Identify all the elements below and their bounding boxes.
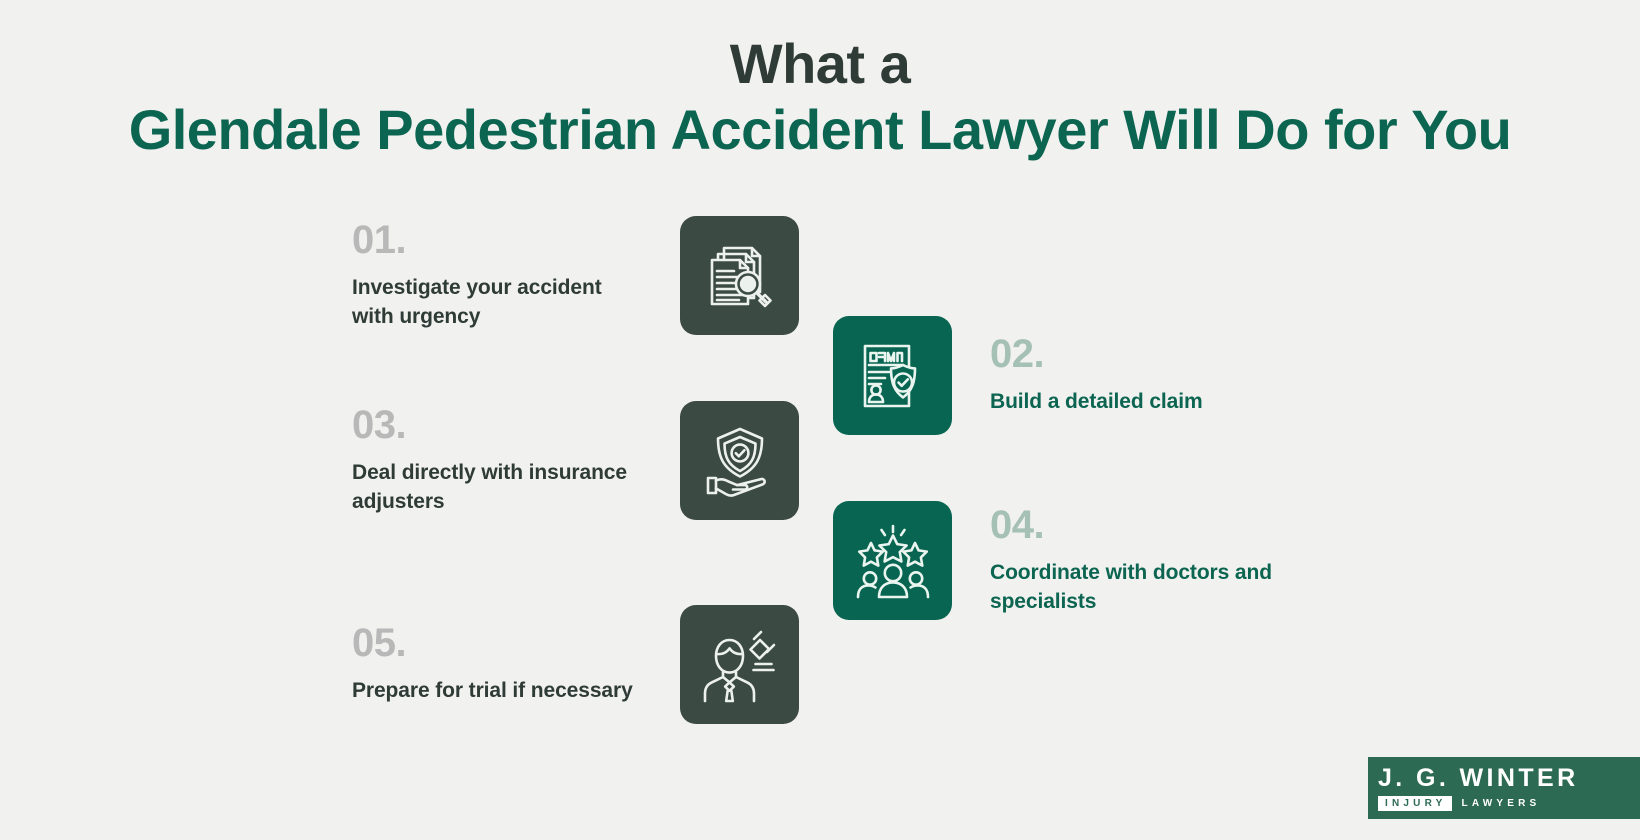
step-01-text: 01. Investigate your accident with urgen… — [352, 220, 642, 332]
step-03-icon-tile — [680, 401, 799, 520]
stars-people-icon — [855, 523, 931, 599]
step-04-number: 04. — [990, 502, 1045, 547]
step-item-02: 02. Build a detailed claim — [833, 316, 1370, 435]
page-title: What a Glendale Pedestrian Accident Lawy… — [0, 32, 1640, 162]
step-03-label: Deal directly with insurance adjusters — [352, 460, 627, 513]
step-01-label: Investigate your accident with urgency — [352, 275, 602, 328]
step-01-icon-tile — [680, 216, 799, 335]
logo-firm-name: J. G. WINTER — [1378, 764, 1579, 792]
step-05-label: Prepare for trial if necessary — [352, 679, 633, 703]
step-04-icon-tile — [833, 501, 952, 620]
step-item-04: 04. Coordinate with doctors and speciali… — [833, 501, 1370, 620]
shield-check-hand-icon — [702, 423, 778, 499]
judge-gavel-icon — [702, 627, 778, 703]
step-02-label: Build a detailed claim — [990, 390, 1203, 414]
step-03-text: 03. Deal directly with insurance adjuste… — [352, 405, 642, 517]
step-03-number: 03. — [352, 402, 407, 447]
step-01-number: 01. — [352, 217, 407, 262]
brand-logo[interactable]: J. G. WINTER INJURY LAWYERS — [1368, 757, 1640, 819]
step-05-number: 05. — [352, 621, 407, 666]
step-05-text: 05. Prepare for trial if necessary — [352, 623, 642, 706]
step-item-01: 01. Investigate your accident with urgen… — [352, 216, 799, 335]
claim-shield-check-icon — [855, 338, 931, 414]
title-line-1: What a — [729, 32, 911, 95]
step-02-number: 02. — [990, 332, 1045, 377]
logo-tagline: INJURY LAWYERS — [1378, 796, 1640, 811]
step-02-icon-tile — [833, 316, 952, 435]
documents-magnifier-icon — [702, 238, 778, 314]
logo-tagline-lawyers: LAWYERS — [1461, 798, 1541, 809]
logo-tagline-injury: INJURY — [1378, 796, 1452, 811]
steps-list: 01. Investigate your accident with urgen… — [0, 195, 1640, 755]
step-04-text: 04. Coordinate with doctors and speciali… — [990, 505, 1370, 617]
step-item-03: 03. Deal directly with insurance adjuste… — [352, 401, 799, 520]
step-item-05: 05. Prepare for trial if necessary — [352, 605, 799, 724]
title-line-2: Glendale Pedestrian Accident Lawyer Will… — [128, 98, 1512, 162]
step-04-label: Coordinate with doctors and specialists — [990, 560, 1272, 613]
step-05-icon-tile — [680, 605, 799, 724]
step-02-text: 02. Build a detailed claim — [990, 334, 1370, 417]
